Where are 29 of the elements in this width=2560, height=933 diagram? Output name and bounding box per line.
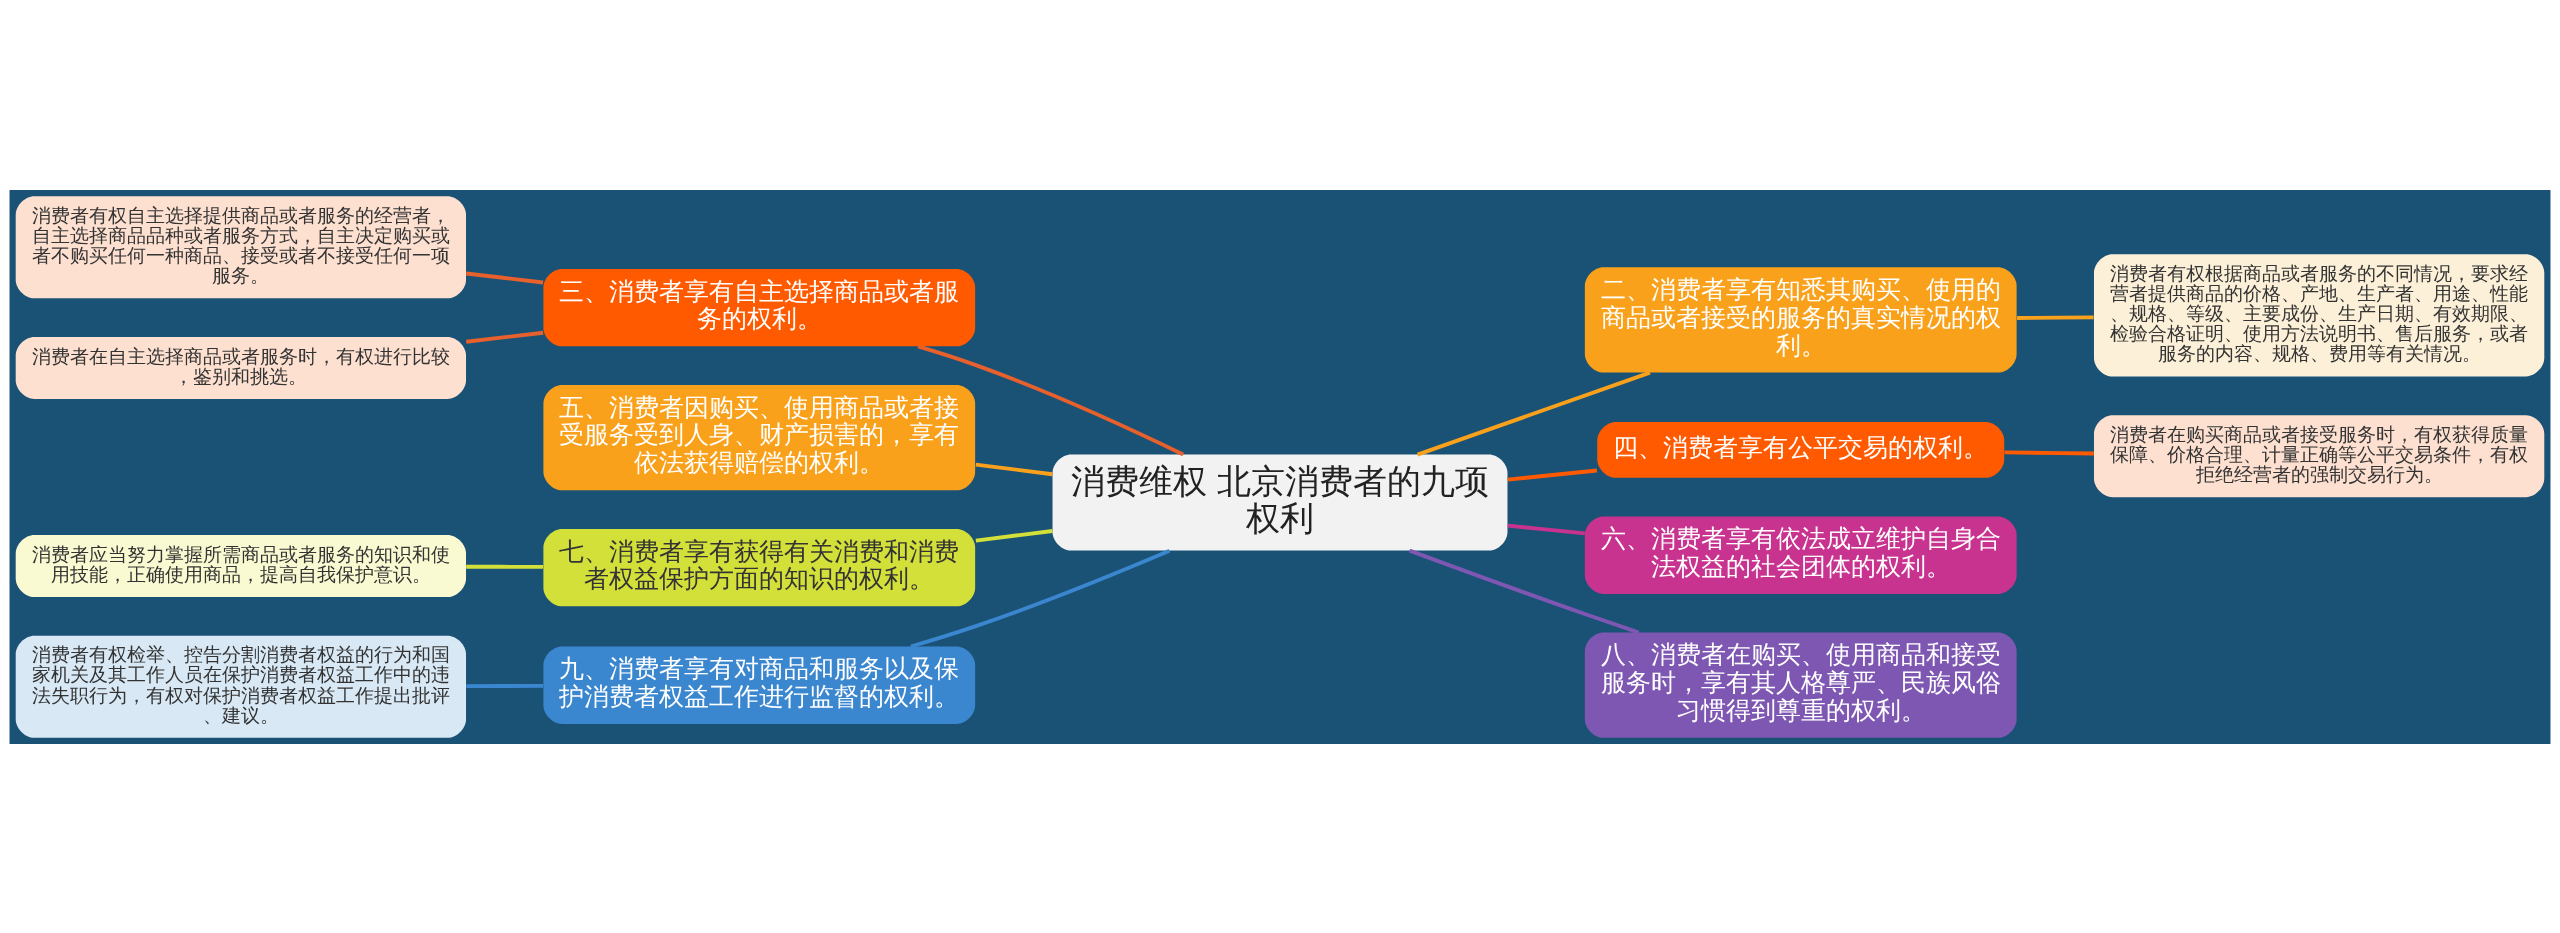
- connector: [465, 330, 544, 344]
- connector: [465, 271, 544, 284]
- connector: [910, 548, 1171, 648]
- node-box: 五、消费者因购买、使用商品或者接受服务受到人身、财产损害的，享有依法获得赔偿的权利。: [543, 384, 976, 490]
- node-box: 消费者有权根据商品或者服务的不同情况，要求经营者提供商品的价格、产地、生产者、用途、性能、规格、等级、主要成份、生产日期、有效期限、检验合格证明、使用方法说明书、售后服务，或者服务的内容、规格、费用等有关情况。: [2094, 253, 2545, 376]
- connector: [2017, 314, 2094, 320]
- connector: [1507, 468, 1598, 482]
- connector: [466, 683, 544, 688]
- connector: [975, 528, 1053, 542]
- node-box: 七、消费者享有获得有关消费和消费者权益保护方面的知识的权利。: [543, 528, 976, 606]
- connector: [1507, 523, 1585, 535]
- connector: [466, 564, 544, 569]
- connector: [975, 462, 1053, 476]
- node-box: 六、消费者享有依法成立维护自身合法权益的社会团体的权利。: [1584, 516, 2017, 594]
- node-box: 四、消费者享有公平交易的权利。: [1597, 421, 2005, 478]
- node-box: 消费者应当努力掌握所需商品或者服务的知识和使用技能，正确使用商品，提高自我保护意识。: [15, 534, 466, 597]
- node-box: 消费者有权自主选择提供商品或者服务的经营者，自主选择商品品种或者服务方式，自主决定购买或者不购买任何一种商品、接受或者不接受任何一项服务。: [15, 195, 466, 298]
- node-box: 消费者在自主选择商品或者服务时，有权进行比较，鉴别和挑选。: [15, 336, 466, 399]
- connector: [917, 344, 1184, 456]
- connector: [1416, 370, 1651, 456]
- node-box: 消费者有权检举、控告分割消费者权益的行为和国家机关及其工作人员在保护消费者权益工作中的违法失职行为，有权对保护消费者权益工作提出批评、建议。: [15, 635, 466, 738]
- node-box: 九、消费者享有对商品和服务以及保护消费者权益工作进行监督的权利。: [543, 646, 976, 724]
- node-box: 二、消费者享有知悉其购买、使用的商品或者接受的服务的真实情况的权利。: [1584, 266, 2017, 373]
- node-box: 消费维权 北京消费者的九项权利: [1052, 454, 1508, 551]
- node-box: 消费者在购买商品或者接受服务时，有权获得质量保障、价格合理、计量正确等公平交易条件，有权拒绝经营者的强制交易行为。: [2094, 414, 2545, 497]
- node-box: 八、消费者在购买、使用商品和接受服务时，享有其人格尊严、民族风俗习惯得到尊重的权利。: [1584, 632, 2017, 738]
- connector: [2004, 449, 2094, 455]
- connector: [1408, 548, 1640, 634]
- node-box: 三、消费者享有自主选择商品或者服务的权利。: [543, 268, 976, 346]
